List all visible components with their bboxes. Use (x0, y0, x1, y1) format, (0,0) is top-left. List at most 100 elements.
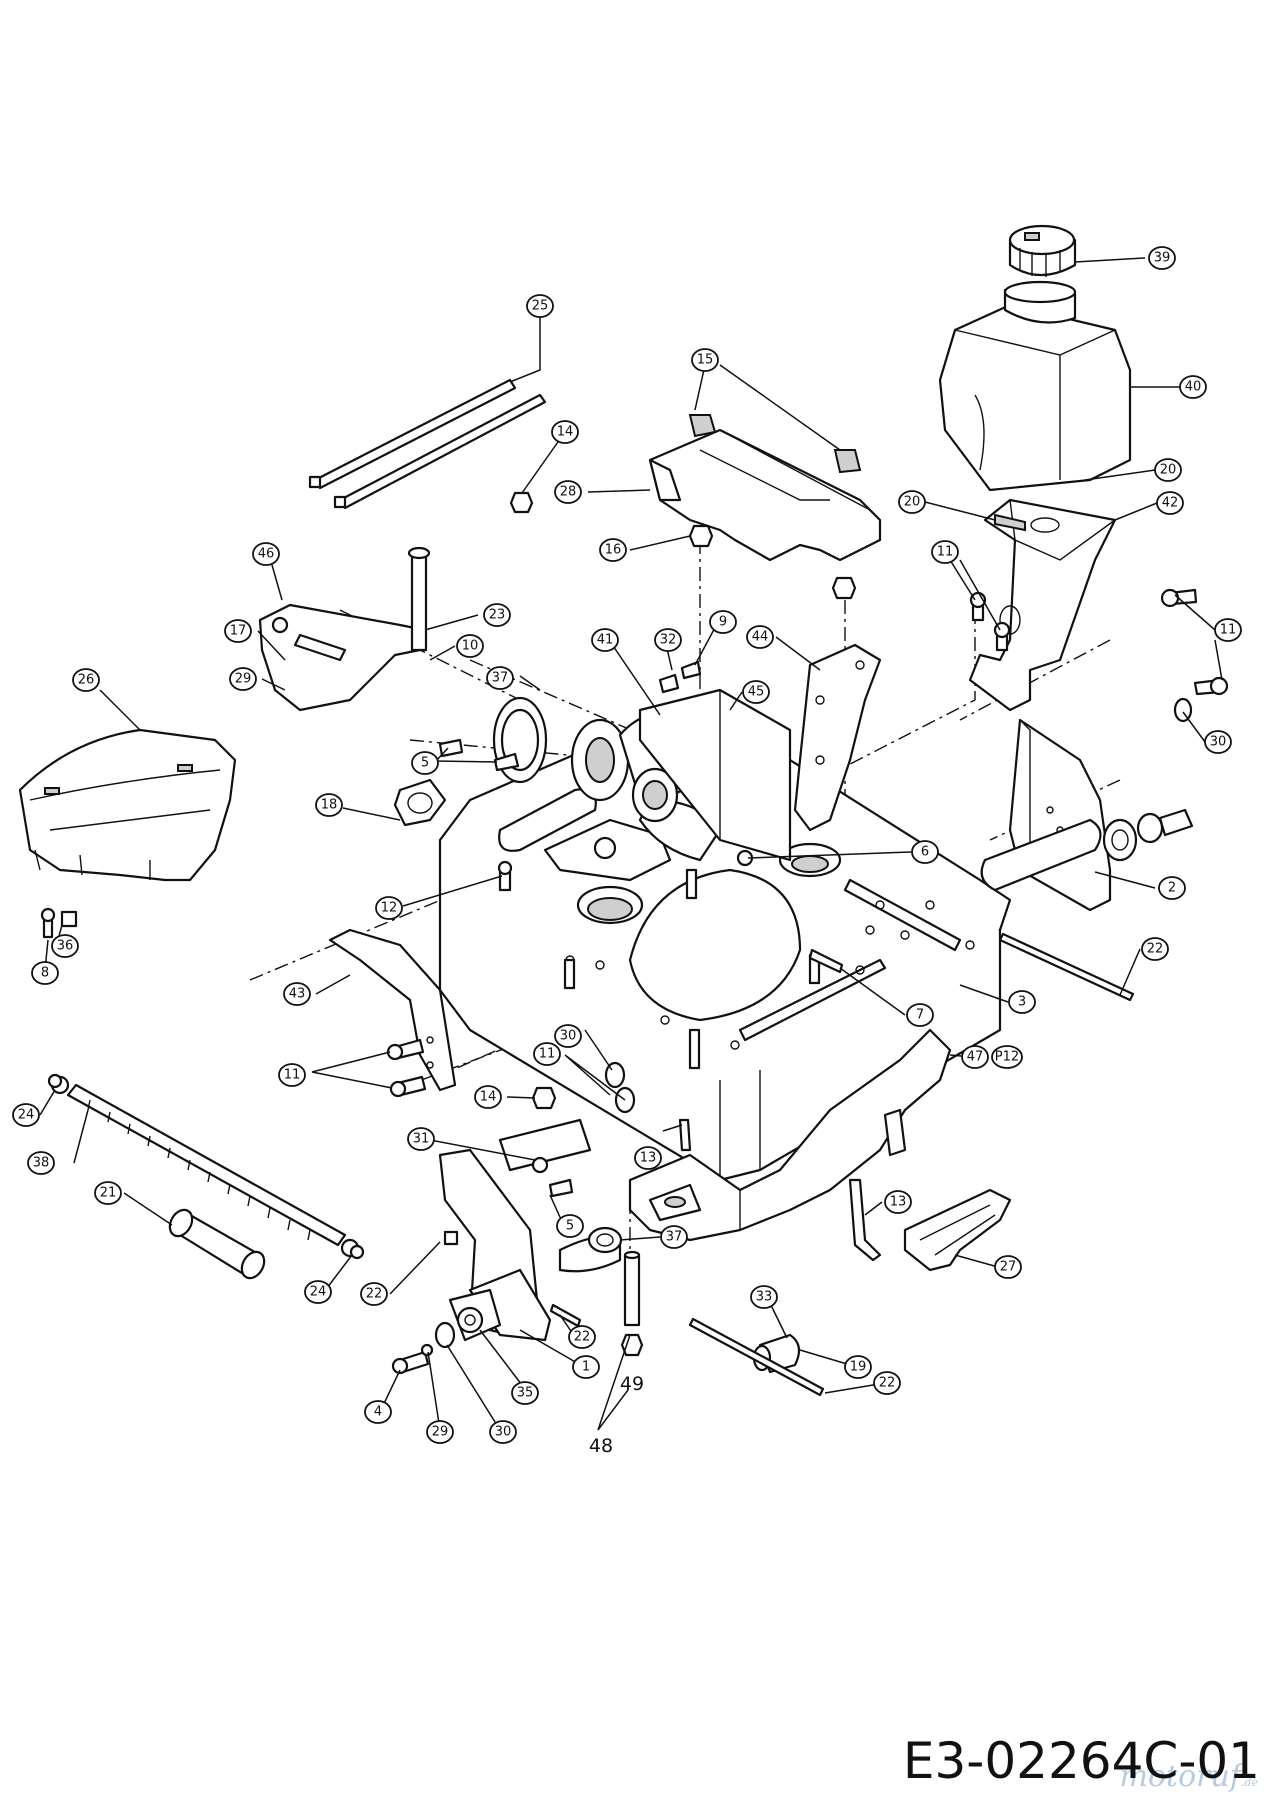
callout-bubble (554, 1024, 582, 1048)
callout-bubble (489, 1420, 517, 1444)
callout-cP12: P12 (991, 1045, 1023, 1069)
callout-bubble (931, 540, 959, 564)
callout-number: 42 (1162, 496, 1179, 511)
callout-c22d: 22 (873, 1371, 901, 1395)
center-plate (638, 688, 792, 862)
callout-bubble (533, 1042, 561, 1066)
fuel-cap (1008, 224, 1077, 277)
callout-c16: 16 (599, 538, 627, 562)
clamp-bracket (628, 1028, 952, 1242)
callout-c33: 33 (750, 1285, 778, 1309)
callout-bubble (961, 1045, 989, 1069)
callout-c7: 7 (906, 1003, 934, 1027)
callout-bubble (746, 625, 774, 649)
callout-c27: 27 (994, 1255, 1022, 1279)
callout-c22b: 22 (360, 1282, 388, 1306)
callout-number: 41 (597, 633, 614, 648)
callout-number: 45 (748, 685, 765, 700)
axle-tube (980, 808, 1194, 892)
foot-guard (648, 414, 882, 562)
callout-c14a: 14 (551, 420, 579, 444)
callout-number: 6 (921, 845, 929, 860)
callout-c36: 36 (51, 934, 79, 958)
callout-bubble (407, 1127, 435, 1151)
bracket-44 (793, 643, 882, 832)
callout-bubble (994, 1255, 1022, 1279)
callout-number: 11 (539, 1047, 556, 1062)
callout-c13a: 13 (634, 1146, 662, 1170)
watermark: motoruf.de (1120, 1759, 1258, 1794)
callout-number: 26 (78, 673, 95, 688)
callout-bubble (709, 610, 737, 634)
callout-bubble (568, 1325, 596, 1349)
callout-c8: 8 (31, 961, 59, 985)
callout-bubble (1141, 937, 1169, 961)
callout-c30c: 30 (489, 1420, 517, 1444)
watermark-tld: .de (1240, 1776, 1258, 1789)
right-bracket (1008, 718, 1112, 912)
callout-number: 5 (566, 1219, 574, 1234)
callout-c2: 2 (1158, 876, 1186, 900)
callout-number: 44 (752, 630, 769, 645)
callout-number: 20 (904, 495, 921, 510)
callout-number: 20 (1160, 463, 1177, 478)
callout-number: 33 (756, 1290, 773, 1305)
callout-number: 27 (1000, 1260, 1017, 1275)
callout-bubble (364, 1400, 392, 1424)
callout-number: 4 (374, 1405, 382, 1420)
callout-bubble (252, 542, 280, 566)
callout-c39: 39 (1148, 246, 1176, 270)
callout-bubble (456, 634, 484, 658)
callout-bubble (72, 668, 100, 692)
callout-bubble (906, 1003, 934, 1027)
callout-bubble (304, 1280, 332, 1304)
callout-number: 13 (890, 1195, 907, 1210)
callout-bubble (1148, 246, 1176, 270)
tank-bracket (968, 498, 1117, 712)
fuel-tank (938, 280, 1132, 492)
callout-c35: 35 (511, 1381, 539, 1405)
callout-bubble (572, 1355, 600, 1379)
callout-number: 19 (850, 1360, 867, 1375)
callout-number: 32 (660, 633, 677, 648)
callout-bubble (526, 294, 554, 318)
callout-bubble (51, 934, 79, 958)
callout-c3: 3 (1008, 990, 1036, 1014)
callout-number: 13 (640, 1151, 657, 1166)
callout-c17: 17 (224, 619, 252, 643)
callout-number: 29 (432, 1425, 449, 1440)
guard-27 (903, 1188, 1012, 1272)
callout-bubble (991, 1045, 1023, 1069)
callout-number: 28 (560, 485, 577, 500)
leader-lines (39, 257, 1223, 1431)
callout-c10: 10 (456, 634, 484, 658)
callout-c14b: 14 (474, 1085, 502, 1109)
callout-number: 37 (492, 671, 509, 686)
callout-bubble (591, 628, 619, 652)
callout-c26: 26 (72, 668, 100, 692)
callout-number: 10 (462, 639, 479, 654)
callout-bubble (660, 1225, 688, 1249)
callout-bubble (911, 840, 939, 864)
callout-c30a: 30 (1204, 730, 1232, 754)
callout-bubble (844, 1355, 872, 1379)
callout-number: 14 (557, 425, 574, 440)
shaft (50, 1075, 360, 1258)
callout-number: P12 (995, 1050, 1019, 1065)
callout-number: 30 (495, 1425, 512, 1440)
callout-bubble (483, 603, 511, 627)
callout-c5b: 5 (556, 1214, 584, 1238)
callout-number: 21 (100, 1186, 117, 1201)
callout-c41: 41 (591, 628, 619, 652)
callout-c24b: 24 (304, 1280, 332, 1304)
callout-number: 7 (916, 1008, 924, 1023)
callout-c29b: 29 (426, 1420, 454, 1444)
callout-bubble (474, 1085, 502, 1109)
callout-number: 5 (421, 756, 429, 771)
callout-c11b: 11 (1214, 618, 1242, 642)
label-49: 49 (620, 1373, 644, 1395)
callout-c23: 23 (483, 603, 511, 627)
callout-bubble (556, 1214, 584, 1238)
